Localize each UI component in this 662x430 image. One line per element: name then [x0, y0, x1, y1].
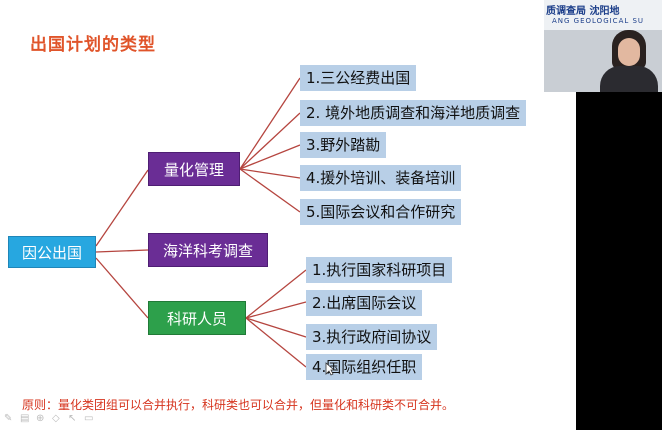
principle-note: 原则：量化类团组可以合并执行，科研类也可以合并，但量化和科研类不可合并。	[22, 398, 455, 412]
presenter-face	[618, 38, 640, 66]
leaf-quant-1: 1.三公经费出国	[300, 65, 417, 91]
leaf-research-1: 1.执行国家科研项目	[306, 257, 453, 283]
mindmap-connectors	[95, 77, 307, 368]
webcam-video: 质调查局 沈阳地 ANG GEOLOGICAL SU	[544, 0, 662, 92]
branch-quantified-management: 量化管理	[148, 152, 240, 186]
root-node: 因公出国	[8, 236, 96, 268]
leaf-research-3: 3.执行政府间协议	[306, 324, 438, 350]
branch-ocean-survey: 海洋科考调查	[148, 233, 268, 267]
webcam-banner-subtext: ANG GEOLOGICAL SU	[552, 17, 645, 25]
webcam-banner-text: 质调查局 沈阳地	[546, 6, 620, 17]
presentation-slide: 出国计划的类型 因公出国 量化管理 海洋科考调查 科研人员 1.三公经费出国 2…	[4, 35, 527, 424]
connector-quant-4	[239, 168, 301, 179]
leaf-research-4: 4.国际组织任职	[306, 354, 423, 380]
zoom-icon[interactable]: ⊕	[36, 413, 45, 424]
mouse-pointer-icon	[325, 362, 335, 376]
slides-icon[interactable]: ▤	[20, 413, 30, 424]
leaf-quant-4: 4.援外培训、装备培训	[300, 165, 462, 191]
connector-root-research	[95, 257, 149, 319]
connector-quant-2	[239, 112, 301, 170]
side-panel	[576, 92, 662, 430]
leaf-research-2: 2.出席国际会议	[306, 290, 423, 316]
connector-research-4	[245, 317, 307, 368]
connector-research-3	[245, 317, 307, 338]
leaf-quant-3: 3.野外踏勘	[300, 132, 387, 158]
leaf-quant-2: 2. 境外地质调查和海洋地质调查	[300, 100, 527, 126]
connector-quant-3	[239, 144, 301, 170]
presentation-toolbar: ✎ ▤ ⊕ ◇ ↖ ▭	[4, 414, 94, 424]
pointer-icon[interactable]: ↖	[68, 413, 77, 424]
connector-quant-5	[239, 168, 301, 213]
eraser-icon[interactable]: ◇	[52, 413, 60, 424]
leaf-quant-5: 5.国际会议和合作研究	[300, 199, 462, 225]
connector-quant-1	[239, 77, 301, 170]
pen-icon[interactable]: ✎	[4, 413, 13, 424]
connector-research-2	[245, 301, 307, 319]
connector-research-1	[245, 269, 307, 319]
connector-root-quant	[95, 169, 149, 247]
connector-root-ocean	[95, 249, 149, 253]
presenter-body	[600, 66, 658, 92]
menu-icon[interactable]: ▭	[84, 413, 94, 424]
slide-title: 出国计划的类型	[30, 35, 156, 55]
webcam-banner: 质调查局 沈阳地 ANG GEOLOGICAL SU	[544, 0, 662, 30]
branch-researchers: 科研人员	[148, 301, 246, 335]
